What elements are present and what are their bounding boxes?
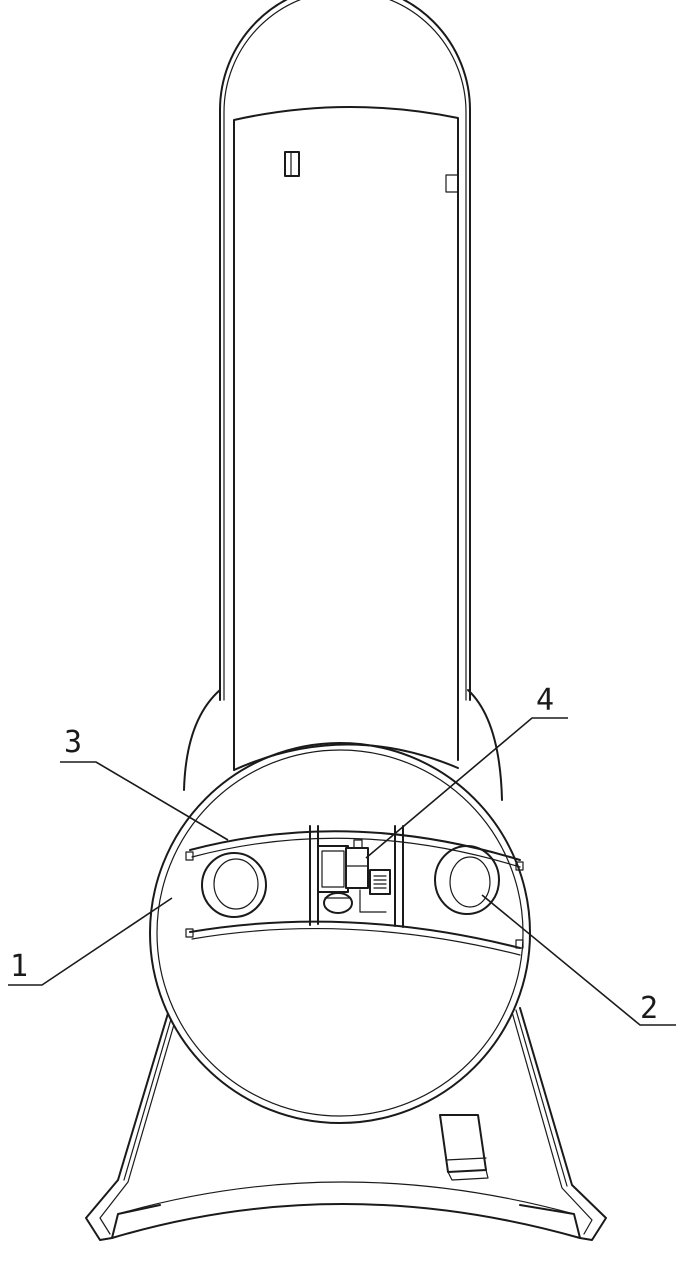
housing-sphere <box>149 742 531 1124</box>
through-holes <box>201 845 500 918</box>
callout-leader-hole <box>481 894 676 1026</box>
stand-base <box>85 999 607 1241</box>
callouts: 1 2 3 4 <box>8 683 676 1026</box>
callout-module: 4 <box>536 683 554 718</box>
callout-leader-module <box>365 717 568 859</box>
callout-band: 3 <box>64 725 82 760</box>
callout-housing: 1 <box>10 949 28 984</box>
callout-hole: 2 <box>640 991 658 1026</box>
electronic-module <box>317 839 391 914</box>
callout-leader-housing <box>8 897 173 986</box>
callout-leader-band <box>60 761 229 841</box>
upper-column <box>183 0 503 801</box>
